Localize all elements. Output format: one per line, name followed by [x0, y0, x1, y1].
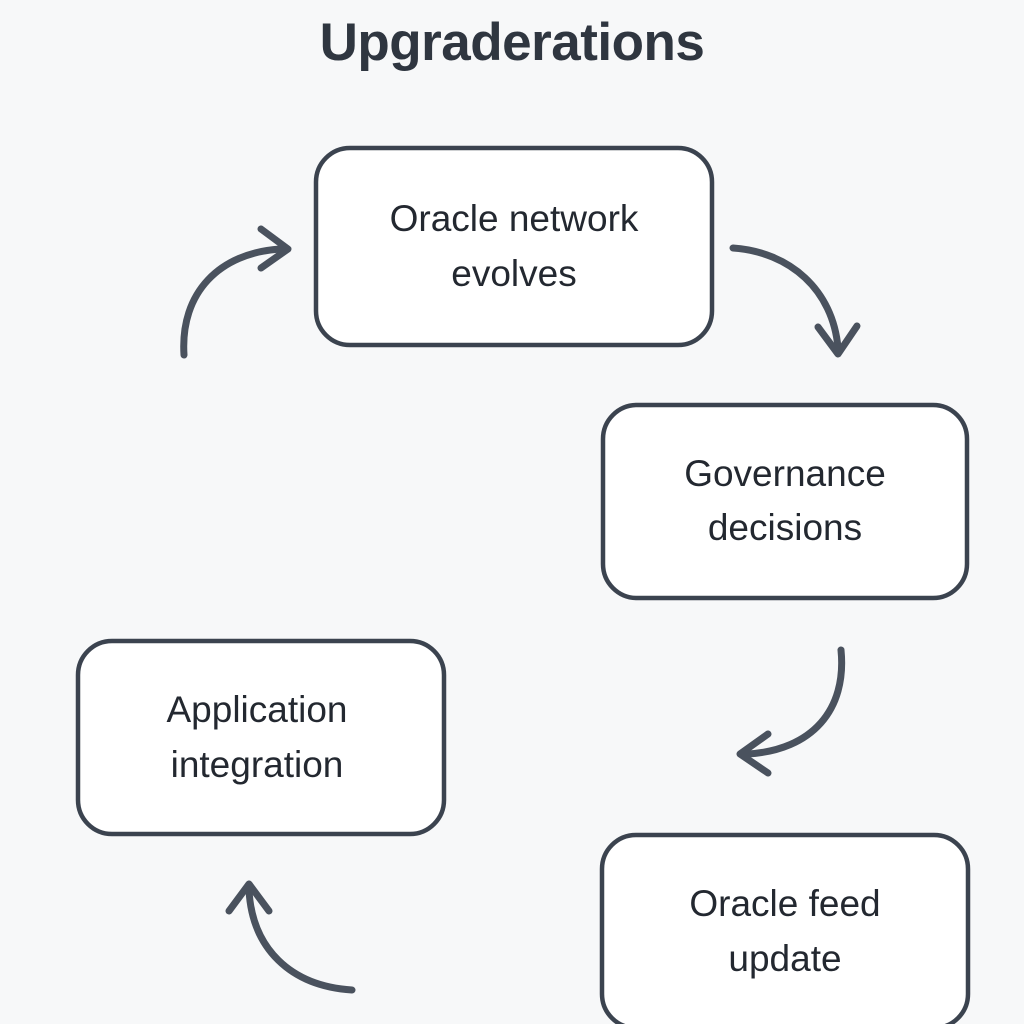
arrow-evolves-to-governance: [729, 244, 861, 358]
node-label-line2: decisions: [708, 507, 862, 548]
node-label-line2: update: [728, 938, 841, 979]
node-label-line1: Oracle network: [390, 198, 639, 239]
arrow-application-to-evolves: [180, 225, 292, 359]
arrow-path: [245, 886, 356, 994]
node-label-line1: Governance: [684, 453, 886, 494]
arrow-feed-to-application: [225, 880, 356, 994]
node-label-line1: Oracle feed: [689, 883, 880, 924]
arrow-governance-to-feed: [736, 646, 846, 777]
node-box[interactable]: [600, 402, 970, 601]
node-label-line2: evolves: [451, 253, 576, 294]
node-box[interactable]: [599, 832, 971, 1024]
node-label-line2: integration: [171, 744, 344, 785]
node-application-integration[interactable]: Application integration: [75, 638, 447, 837]
node-box[interactable]: [313, 145, 715, 348]
node-box[interactable]: [75, 638, 447, 837]
node-governance-decisions[interactable]: Governance decisions: [600, 402, 970, 601]
node-label-line1: Application: [166, 689, 347, 730]
arrow-path: [180, 245, 284, 359]
arrow-head-down-icon: [814, 322, 861, 358]
arrow-head-up-icon: [225, 880, 273, 915]
node-oracle-network-evolves[interactable]: Oracle network evolves: [313, 145, 715, 348]
arrow-path: [744, 646, 846, 758]
arrow-path: [729, 244, 842, 352]
arrow-head-right-icon: [257, 225, 292, 272]
node-oracle-feed-update[interactable]: Oracle feed update: [599, 832, 971, 1024]
arrow-head-left-icon: [736, 730, 772, 777]
page-title: Upgraderations: [319, 13, 705, 72]
